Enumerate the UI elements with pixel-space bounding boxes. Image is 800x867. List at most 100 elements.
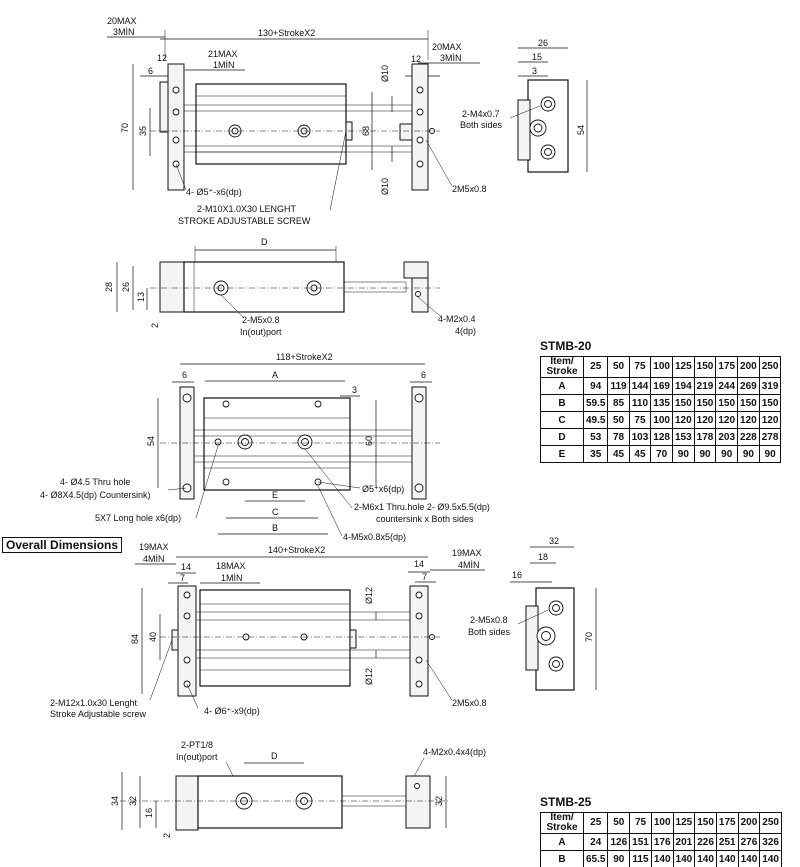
table-cell: 219 [693, 377, 717, 395]
dim-text: 3MİN [440, 53, 462, 63]
table-cell: 176 [650, 833, 674, 851]
table-cell: 150 [671, 394, 695, 412]
table-header-cell: 75 [629, 812, 652, 834]
table-cell: 110 [628, 394, 652, 412]
table-cell: 140 [737, 850, 761, 867]
table-cell: 85 [607, 394, 630, 412]
table-cell: 90 [715, 445, 739, 463]
dim-text: 32 [549, 536, 559, 546]
table-cell: 120 [737, 411, 760, 429]
table-cell: 126 [607, 833, 631, 851]
table-cell: 140 [650, 850, 674, 867]
table-cell: 251 [715, 833, 739, 851]
table-header-cell: 25 [582, 356, 609, 378]
table-cell: 128 [650, 428, 673, 446]
table-header-cell: 200 [737, 812, 761, 834]
table-cell: 45 [607, 445, 630, 463]
dim-text: 2-M6x1 Thru.hole 2- Ø9.5x5.5(dp) [354, 502, 490, 512]
dim-text: 6 [421, 370, 426, 380]
dim-text: Both sides [468, 627, 511, 637]
table-header-cell: 250 [758, 356, 782, 378]
table-cell: B [540, 394, 584, 412]
table-header-cell: 200 [737, 356, 760, 378]
dim-text: 7 [422, 572, 427, 582]
spec-table-stmb25: Item/ Stroke 25 50 75 100 125 150 175 20… [540, 812, 782, 867]
dim-text: STROKE ADJUSTABLE SCREW [178, 216, 311, 226]
dim-text: 70 [584, 632, 594, 642]
table-header-cell: Item/ Stroke [540, 356, 584, 378]
table-cell: 103 [628, 428, 652, 446]
dim-text: countersink x Both sides [376, 514, 474, 524]
table-header-cell: 50 [607, 812, 631, 834]
dim-text: D [271, 751, 278, 761]
end-view-2: 32 18 16 70 2-M5x0.8 Both sides [468, 536, 597, 691]
end-view-1: 26 15 3 54 2-M4x0.7 Both sides [460, 38, 588, 173]
dim-text: 35 [138, 126, 148, 136]
table-cell: 319 [758, 377, 782, 395]
table-header-row: Item/ Stroke 25 50 75 100 125 150 175 20… [540, 356, 782, 378]
dim-text: 18MAX [216, 561, 246, 571]
dim-text: 2 [162, 833, 172, 838]
dim-text: 12 [411, 54, 421, 64]
dim-text: 4- Ø5⁺-x6(dp) [186, 187, 242, 197]
dim-text: 3MİN [113, 27, 135, 37]
dim-text: 60 [364, 436, 374, 446]
table-header-cell: 150 [693, 356, 717, 378]
table-cell: 278 [758, 428, 782, 446]
table-cell: 120 [671, 411, 695, 429]
table-cell: 24 [582, 833, 609, 851]
table-cell: A [540, 833, 584, 851]
dim-text: 4(dp) [455, 326, 476, 336]
dim-text: 6 [182, 370, 187, 380]
table-cell: 53 [582, 428, 609, 446]
dim-text: 4MİN [143, 554, 165, 564]
dim-text: 34 [110, 796, 120, 806]
dim-text: 140+StrokeX2 [268, 545, 325, 555]
table-header-cell: 75 [628, 356, 652, 378]
dim-text: 16 [144, 808, 154, 818]
table-cell: 49.5 [582, 411, 609, 429]
table-cell: 70 [650, 445, 673, 463]
dim-text: Stroke Adjustable screw [50, 709, 147, 719]
spec-table-stmb20: Item/ Stroke 25 50 75 100 125 150 175 20… [540, 356, 782, 463]
table-cell: B [540, 850, 584, 867]
dim-text: 5X7 Long hole x6(dp) [95, 513, 181, 523]
table-cell: 228 [737, 428, 760, 446]
dim-text: 2-M12x1.0x30 Lenght [50, 698, 138, 708]
dim-text: 20MAX [432, 42, 462, 52]
table-cell: 276 [737, 833, 761, 851]
dim-text: 19MAX [139, 542, 169, 552]
table-cell: 78 [607, 428, 630, 446]
dim-text: 1MİN [213, 60, 235, 70]
table-header-cell: 150 [694, 812, 717, 834]
dim-text: 4-M5x0.8x5(dp) [343, 532, 406, 542]
table-cell: 144 [628, 377, 652, 395]
view-1-top: 20MAX 3MİN 130+StrokeX2 12 6 21MAX 1MİN … [107, 16, 487, 226]
dim-text: 2 [150, 323, 160, 328]
dim-text: 2M5x0.8 [452, 698, 487, 708]
dim-text: 19MAX [452, 548, 482, 558]
table-cell: C [540, 411, 584, 429]
table-cell: 115 [629, 850, 652, 867]
table-cell: 326 [759, 833, 782, 851]
dim-text: Both sides [460, 120, 503, 130]
dim-text: 18 [538, 552, 548, 562]
dim-text: 54 [576, 125, 586, 135]
table-cell: A [540, 377, 584, 395]
dim-text: 40 [148, 632, 158, 642]
table-header-cell: 175 [715, 812, 739, 834]
dim-text: 2-M5x0.8 [470, 615, 508, 625]
dim-text: 7 [180, 573, 185, 583]
table-cell: 50 [607, 411, 630, 429]
table-header-cell: 100 [650, 356, 673, 378]
table-cell: 140 [694, 850, 717, 867]
table-cell: 140 [715, 850, 739, 867]
dim-text: 70 [120, 123, 130, 133]
table-cell: 226 [694, 833, 717, 851]
view-3-bottom: 118+StrokeX2 6 6 A 3 54 60 E C B 4- [40, 352, 490, 542]
table-cell: 150 [693, 394, 717, 412]
